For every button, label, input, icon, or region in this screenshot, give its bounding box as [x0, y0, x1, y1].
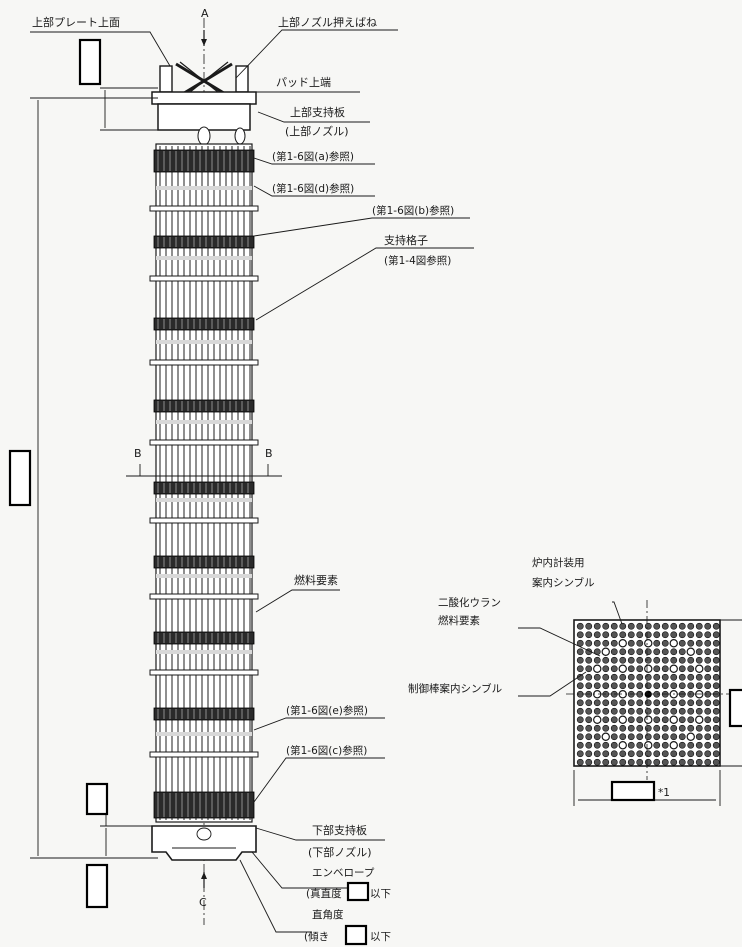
redacted-box-height — [8, 449, 32, 507]
incore-thimble-sub-label: 案内シンブル — [532, 576, 595, 589]
fuel-element-label: 燃料要素 — [294, 573, 338, 587]
redacted-box-side — [728, 688, 742, 728]
incore-thimble-label: 炉内計装用 — [532, 556, 585, 569]
lower-support-sub-label: (下部ノズル) — [308, 845, 372, 859]
squareness-label: 直角度 — [312, 908, 344, 921]
lower-nozzle — [151, 825, 257, 861]
straightness-label-pre: (真直度 — [306, 887, 342, 900]
section-b-left-label: B — [134, 447, 142, 460]
pad-top-label: パッド上端 — [276, 76, 331, 89]
section-b-right-label: B — [265, 447, 273, 460]
control-rod-thimble-label: 制御棒案内シンブル — [408, 682, 502, 695]
upper-support-sub-label: (上部ノズル) — [285, 124, 349, 138]
ref-e-label: (第1-6図(e)参照) — [286, 704, 368, 717]
redacted-box-tilt — [344, 924, 368, 946]
straightness-label-post: 以下 — [370, 888, 391, 900]
dimension-lines — [30, 87, 158, 859]
top-arrow-label: A — [201, 7, 209, 20]
redacted-box-lower-gap — [85, 782, 109, 816]
ref-c-label: (第1-6図(c)参照) — [286, 744, 367, 757]
support-grid-label: 支持格子 — [384, 233, 428, 247]
envelope-label: エンベロープ — [312, 867, 375, 879]
redacted-box-width — [610, 780, 656, 802]
fuel-rod-bundle — [149, 143, 259, 823]
fuel-assembly-cross-section — [518, 600, 742, 806]
fuel-assembly-elevation: A C B — [126, 7, 282, 925]
bottom-arrow-label: C — [199, 896, 207, 909]
redacted-box-straightness — [346, 881, 370, 902]
uo2-fuel-label: 二酸化ウラン — [438, 596, 501, 609]
upper-nozzle — [151, 91, 257, 146]
upper-support-label: 上部支持板 — [290, 105, 345, 119]
tilt-label-post: 以下 — [370, 931, 391, 943]
upper-plate-top-label: 上部プレート上面 — [32, 15, 120, 29]
ref-a-label: (第1-6図(a)参照) — [272, 150, 354, 163]
lower-support-label: 下部支持板 — [312, 823, 367, 837]
width-note-label: *1 — [658, 787, 670, 799]
redacted-box-lower-nozzle — [85, 863, 109, 909]
ref-b-label: (第1-6図(b)参照) — [372, 204, 454, 217]
tilt-label-pre: (傾き — [304, 930, 329, 943]
upper-nozzle-spring-label: 上部ノズル押えばね — [278, 15, 377, 29]
redacted-box-top — [78, 38, 102, 86]
ref-d-label: (第1-6図(d)参照) — [272, 182, 354, 195]
support-grid-ref-label: (第1-4図参照) — [384, 254, 451, 267]
uo2-fuel-sub-label: 燃料要素 — [438, 614, 480, 627]
leader-lines — [30, 29, 474, 933]
